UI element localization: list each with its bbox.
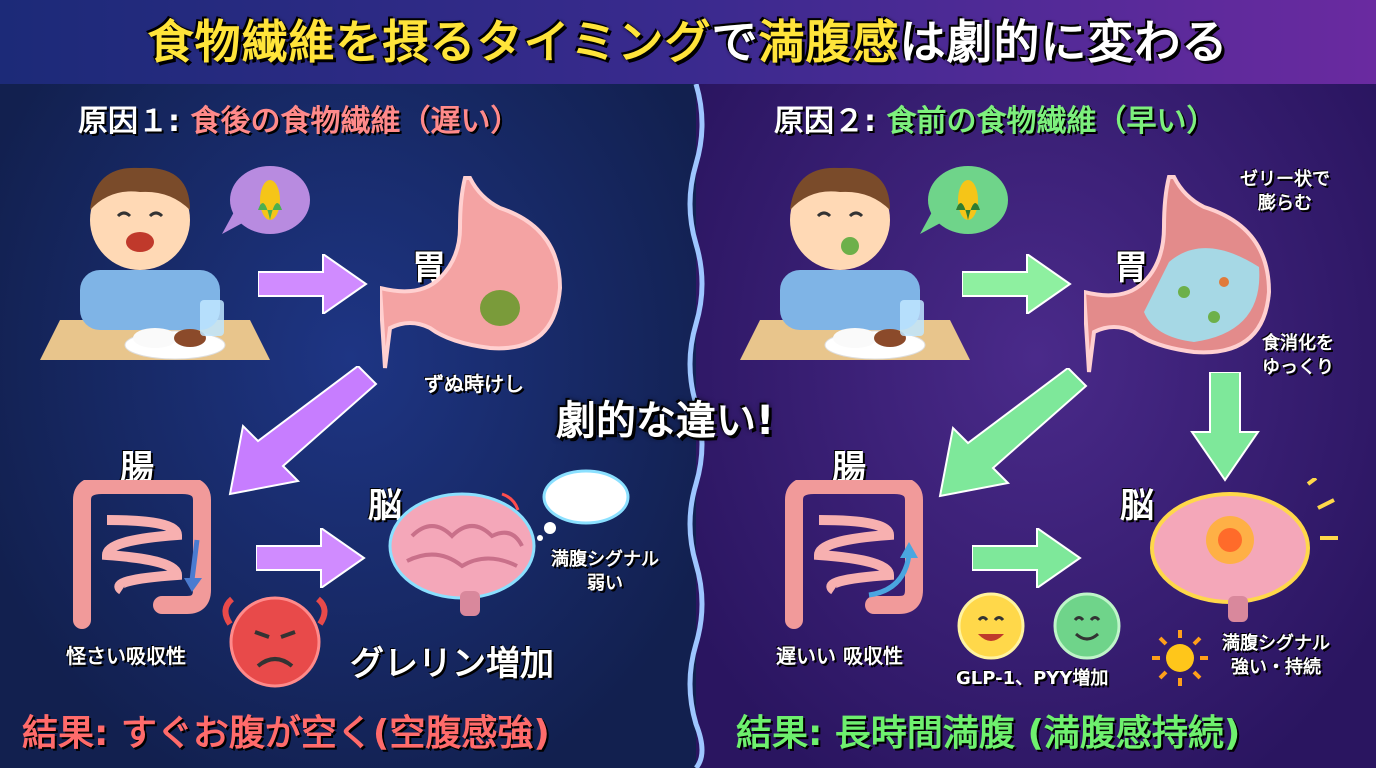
arrow-down-left-icon <box>228 366 378 496</box>
glowing-brain-icon <box>1150 478 1338 622</box>
brain-icon <box>388 492 536 616</box>
page-title: 食物繊維を摂るタイミングで満腹感は劇的に変わる <box>147 15 1229 69</box>
left-header: 原因１: 食後の食物繊維（遅い） <box>78 104 521 139</box>
right-result: 結果: 長時間満腹 (満腹感持続) <box>736 713 1241 754</box>
left-brain-label: 脳 <box>368 486 402 526</box>
right-brain-label: 脳 <box>1120 486 1154 526</box>
arrow-right-icon <box>256 528 366 588</box>
arrow-right-icon <box>258 254 368 314</box>
right-header: 原因２: 食前の食物繊維（早い） <box>774 104 1217 139</box>
ghrelin-label: グレリン増加 <box>350 644 554 684</box>
intestine-icon <box>785 480 923 629</box>
stomach-jelly-icon <box>1084 175 1272 373</box>
left-absorption-label: 怪さい吸収性 <box>66 644 186 668</box>
intestine-icon <box>73 480 211 629</box>
left-result: 結果: すぐお腹が空く(空腹感強) <box>22 713 550 754</box>
arrow-down-icon <box>1190 372 1260 482</box>
jelly-label: ゼリー状で膨らむ <box>1240 169 1330 214</box>
hormone-label: GLP-1、PYY増加 <box>956 668 1109 689</box>
happy-face-yellow-icon <box>957 592 1025 660</box>
thought-cloud-icon <box>537 469 630 541</box>
arrow-down-left-icon <box>938 368 1088 498</box>
left-signal-label: 満腹シグナル弱い <box>551 549 659 594</box>
title-bar <box>0 0 1376 84</box>
left-stomach-caption: ずぬ時けし <box>424 372 524 396</box>
corn-speech-bubble-icon <box>920 166 1008 234</box>
sun-icon <box>1152 630 1208 686</box>
person-eating-icon <box>40 167 270 360</box>
angry-face-icon <box>222 596 328 688</box>
stomach-icon <box>380 176 563 369</box>
center-caption: 劇的な違い! <box>556 398 775 444</box>
digest-label: 食消化をゆっくり <box>1262 333 1334 378</box>
person-eating-icon <box>740 167 970 360</box>
right-signal-label: 満腹シグナル強い・持続 <box>1222 633 1330 678</box>
right-absorption-label: 遅いい 吸収性 <box>776 644 903 668</box>
arrow-right-icon <box>962 254 1072 314</box>
corn-speech-bubble-icon <box>222 166 310 234</box>
happy-face-green-icon <box>1053 592 1121 660</box>
arrow-right-icon <box>972 528 1082 588</box>
wavy-divider <box>687 84 705 768</box>
